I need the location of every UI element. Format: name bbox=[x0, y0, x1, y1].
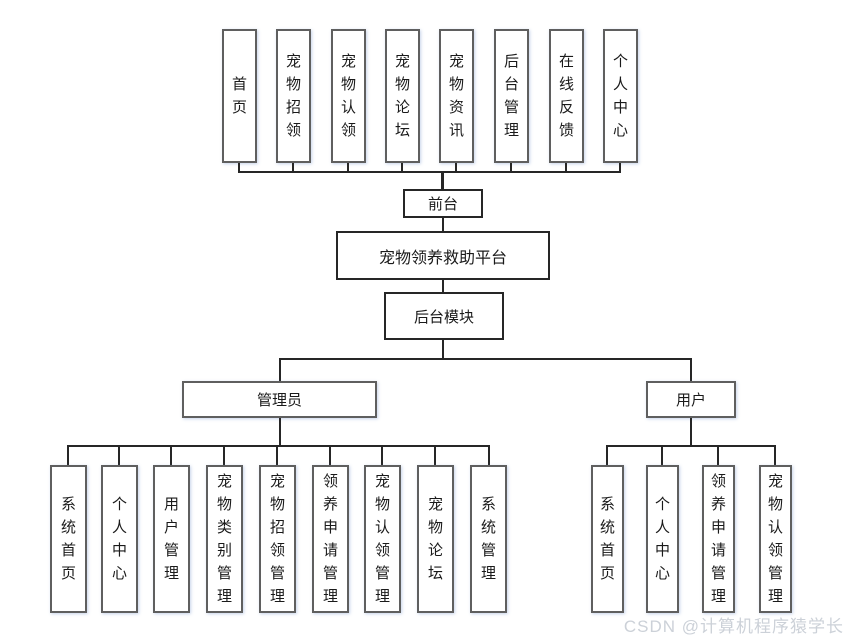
node-front-home: 首页 bbox=[222, 29, 257, 163]
node-label: 宠物招领管理 bbox=[270, 473, 286, 605]
connector-line bbox=[442, 340, 444, 360]
connector-line bbox=[774, 445, 776, 465]
node-label: 个人中心 bbox=[655, 496, 671, 582]
connector-line bbox=[170, 445, 172, 465]
connector-line bbox=[401, 163, 403, 173]
watermark-text: CSDN @计算机程序猿学长 bbox=[623, 617, 844, 636]
connector-line bbox=[279, 418, 281, 447]
node-label: 首页 bbox=[232, 76, 248, 116]
node-user-personal-center: 个人中心 bbox=[646, 465, 679, 613]
node-label: 系统首页 bbox=[61, 496, 77, 582]
connector-line bbox=[279, 358, 281, 381]
node-admin-personal-center: 个人中心 bbox=[101, 465, 138, 613]
node-label: 宠物资讯 bbox=[449, 53, 465, 139]
connector-line bbox=[690, 418, 692, 447]
node-label: 宠物招领 bbox=[286, 53, 302, 139]
node-label: 个人中心 bbox=[613, 53, 629, 139]
node-label: 系统管理 bbox=[481, 496, 497, 582]
connector-line bbox=[238, 163, 240, 173]
node-admin-system-home: 系统首页 bbox=[50, 465, 87, 613]
node-admin: 管理员 bbox=[182, 381, 377, 418]
node-label: 个人中心 bbox=[112, 496, 128, 582]
connector-line bbox=[238, 171, 621, 173]
node-label: 在线反馈 bbox=[559, 53, 575, 139]
node-label: 宠物认领管理 bbox=[768, 473, 784, 605]
node-label: 领养申请管理 bbox=[711, 473, 727, 605]
node-admin-pet-claim-mgmt: 宠物认领管理 bbox=[364, 465, 401, 613]
node-admin-pet-found-mgmt: 宠物招领管理 bbox=[259, 465, 296, 613]
node-front-personal-center: 个人中心 bbox=[603, 29, 638, 163]
connector-line bbox=[606, 445, 776, 447]
node-label: 宠物类别管理 bbox=[217, 473, 233, 605]
connector-line bbox=[279, 358, 692, 360]
connector-line bbox=[565, 163, 567, 173]
node-front-pet-claim: 宠物认领 bbox=[331, 29, 366, 163]
node-front-pet-forum: 宠物论坛 bbox=[385, 29, 420, 163]
connector-line bbox=[118, 445, 120, 465]
connector-line bbox=[347, 163, 349, 173]
node-admin-adoption-apply-mgmt: 领养申请管理 bbox=[312, 465, 349, 613]
node-admin-system-mgmt: 系统管理 bbox=[470, 465, 507, 613]
node-admin-pet-category-mgmt: 宠物类别管理 bbox=[206, 465, 243, 613]
node-user-pet-claim-mgmt: 宠物认领管理 bbox=[759, 465, 792, 613]
node-label: 前台 bbox=[427, 196, 458, 213]
node-backend-module: 后台模块 bbox=[384, 292, 504, 340]
node-user: 用户 bbox=[646, 381, 736, 418]
node-user-adoption-apply-mgmt: 领养申请管理 bbox=[702, 465, 735, 613]
connector-line bbox=[441, 171, 444, 189]
node-admin-user-mgmt: 用户管理 bbox=[153, 465, 190, 613]
connector-line bbox=[67, 445, 490, 447]
connector-line bbox=[67, 445, 69, 465]
connector-line bbox=[329, 445, 331, 465]
connector-line bbox=[510, 163, 512, 173]
node-front-pet-found: 宠物招领 bbox=[276, 29, 311, 163]
node-label: 后台管理 bbox=[504, 53, 520, 139]
connector-line bbox=[606, 445, 608, 465]
node-admin-pet-forum: 宠物论坛 bbox=[417, 465, 454, 613]
connector-line bbox=[619, 163, 621, 173]
connector-line bbox=[434, 445, 436, 465]
connector-line bbox=[661, 445, 663, 465]
connector-line bbox=[292, 163, 294, 173]
node-label: 用户 bbox=[675, 392, 706, 409]
node-front-pet-news: 宠物资讯 bbox=[439, 29, 474, 163]
connector-line bbox=[442, 218, 444, 231]
node-label: 管理员 bbox=[256, 392, 302, 409]
connector-line bbox=[223, 445, 225, 465]
node-label: 宠物领养救助平台 bbox=[378, 249, 507, 267]
node-label: 宠物认领管理 bbox=[375, 473, 391, 605]
node-label: 后台模块 bbox=[413, 308, 474, 326]
node-platform-root: 宠物领养救助平台 bbox=[336, 231, 550, 280]
connector-line bbox=[455, 163, 457, 173]
node-label: 领养申请管理 bbox=[323, 473, 339, 605]
node-label: 系统首页 bbox=[600, 496, 616, 582]
connector-line bbox=[717, 445, 719, 465]
connector-line bbox=[690, 358, 692, 381]
connector-line bbox=[381, 445, 383, 465]
node-label: 用户管理 bbox=[164, 496, 180, 582]
connector-line bbox=[276, 445, 278, 465]
node-front-feedback: 在线反馈 bbox=[549, 29, 584, 163]
node-front-backend-mgmt: 后台管理 bbox=[494, 29, 529, 163]
node-user-system-home: 系统首页 bbox=[591, 465, 624, 613]
connector-line bbox=[488, 445, 490, 465]
node-label: 宠物论坛 bbox=[428, 496, 444, 582]
node-label: 宠物认领 bbox=[341, 53, 357, 139]
connector-line bbox=[442, 280, 444, 292]
node-front-group: 前台 bbox=[403, 189, 483, 218]
node-label: 宠物论坛 bbox=[395, 53, 411, 139]
